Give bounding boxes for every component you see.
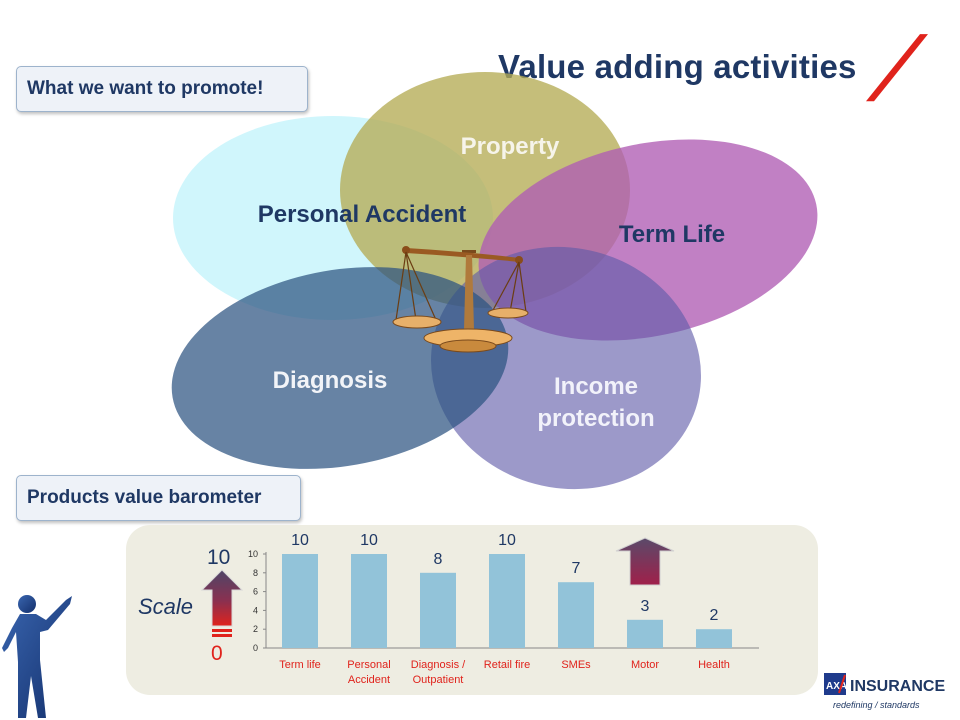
category-label: Term life bbox=[279, 659, 321, 671]
category-label: Retail fire bbox=[484, 659, 530, 671]
slash-logo-icon bbox=[866, 34, 928, 102]
category-label: Personal bbox=[347, 659, 390, 671]
page-title: Value adding activities bbox=[498, 48, 857, 85]
diagnosis-label: Diagnosis bbox=[272, 367, 388, 394]
y-tick-label: 6 bbox=[253, 587, 258, 597]
scale-arrow-icon bbox=[200, 569, 244, 637]
promote-callout: What we want to promote! bbox=[16, 66, 308, 112]
balance-scale-icon bbox=[392, 246, 529, 353]
bar-data-label: 8 bbox=[434, 551, 443, 568]
income-protection-line1: Income bbox=[553, 373, 639, 400]
scale-label: Scale bbox=[138, 594, 194, 619]
y-tick-label: 10 bbox=[248, 549, 258, 559]
highlight-arrow-icon bbox=[615, 537, 675, 586]
y-tick-label: 2 bbox=[253, 624, 258, 634]
bar bbox=[558, 582, 594, 648]
y-tick-label: 0 bbox=[253, 643, 258, 653]
category-label: Diagnosis / bbox=[411, 659, 466, 671]
y-tick-label: 8 bbox=[253, 568, 258, 578]
income-protection-petal bbox=[431, 246, 701, 490]
income-protection-line2: protection bbox=[537, 405, 655, 432]
bar-data-label: 2 bbox=[710, 607, 719, 624]
scale-min-label: 0 bbox=[211, 642, 223, 665]
axa-logo-tagline: redefining / standards bbox=[833, 700, 920, 710]
barometer-callout: Products value barometer bbox=[16, 475, 301, 521]
personal-accident-label: Personal Accident bbox=[257, 201, 467, 228]
axa-logo-icon: AXA bbox=[824, 673, 847, 695]
bar bbox=[627, 619, 663, 648]
bar bbox=[696, 629, 732, 648]
cheering-person-icon bbox=[2, 595, 72, 718]
bar-data-label: 10 bbox=[291, 532, 309, 549]
category-label: SMEs bbox=[561, 659, 591, 671]
bar bbox=[282, 554, 318, 648]
category-label: Health bbox=[698, 659, 730, 671]
income-protection-label: Income protection bbox=[516, 371, 676, 435]
bar-data-label: 10 bbox=[498, 532, 516, 549]
category-label: Outpatient bbox=[413, 674, 464, 686]
bar bbox=[420, 572, 456, 648]
bar bbox=[489, 554, 525, 648]
term-life-label: Term Life bbox=[618, 221, 726, 248]
bar bbox=[351, 554, 387, 648]
y-tick-label: 4 bbox=[253, 605, 258, 615]
property-label: Property bbox=[460, 133, 560, 160]
barometer-panel bbox=[126, 525, 818, 695]
bar-data-label: 3 bbox=[641, 598, 650, 615]
bar-data-label: 7 bbox=[572, 560, 581, 577]
axa-logo-name: INSURANCE bbox=[850, 678, 946, 695]
scale-max-label: 10 bbox=[207, 546, 231, 569]
bar-data-label: 10 bbox=[360, 532, 378, 549]
category-label: Motor bbox=[631, 659, 659, 671]
axa-logo-brand: AXA bbox=[826, 681, 847, 692]
category-label: Accident bbox=[348, 674, 390, 686]
